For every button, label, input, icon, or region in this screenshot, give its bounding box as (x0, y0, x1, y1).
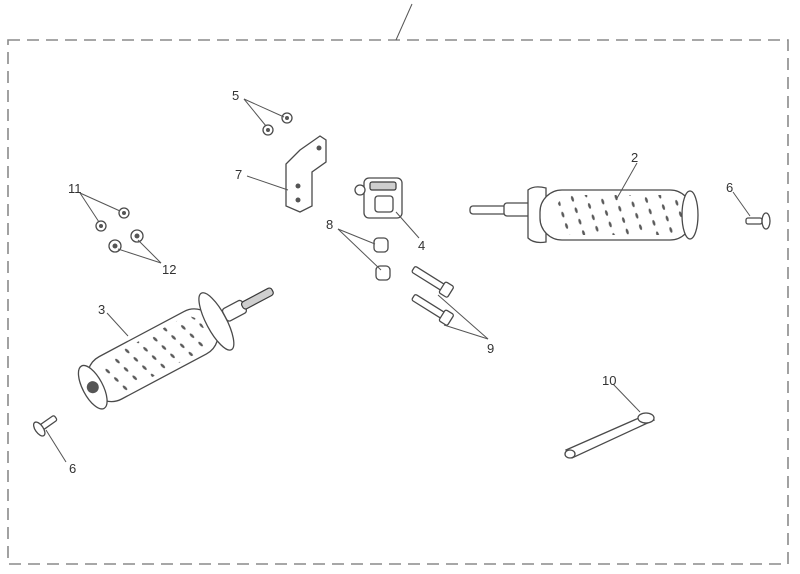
callout-4: 4 (418, 238, 425, 253)
frame-leader-line (395, 3, 413, 41)
part-4-switch-unit (354, 177, 403, 219)
callout-6-right: 6 (726, 180, 733, 195)
part-6-screw-left (32, 415, 58, 437)
callout-9: 9 (487, 341, 494, 356)
part-7-bracket (285, 135, 327, 213)
part-3-left-grip (77, 287, 274, 410)
part-5-nuts (262, 112, 293, 136)
callout-10: 10 (602, 373, 616, 388)
callout-12: 12 (162, 262, 176, 277)
callout-7: 7 (235, 167, 242, 182)
callout-6-left: 6 (69, 461, 76, 476)
callout-8: 8 (326, 217, 333, 232)
part-6-screw-right (745, 212, 771, 230)
callout-11: 11 (68, 181, 82, 196)
callout-5: 5 (232, 88, 239, 103)
dashed-frame (7, 39, 789, 565)
part-11-nuts (95, 207, 130, 232)
part-12-washers (108, 229, 144, 253)
leader-lines (45, 98, 751, 463)
callout-2: 2 (631, 150, 638, 165)
part-10-cable-tie (564, 412, 656, 459)
part-2-right-grip (469, 186, 699, 244)
callout-3: 3 (98, 302, 105, 317)
part-8-spacers (373, 237, 391, 281)
part-9-bolts (411, 266, 454, 326)
